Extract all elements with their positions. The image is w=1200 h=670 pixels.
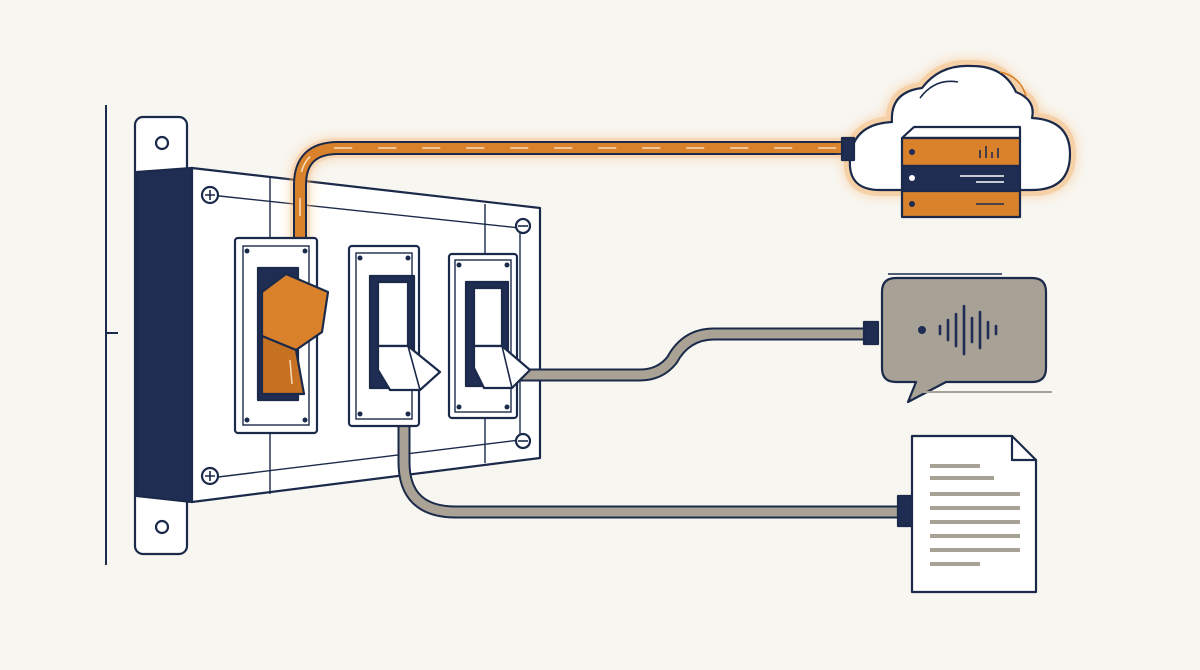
panel-screw	[200, 466, 220, 486]
panel-screw	[514, 432, 532, 450]
cable-to-speech-bubble	[498, 327, 873, 382]
panel-screw	[514, 217, 532, 235]
sound-wave-icon	[938, 304, 998, 356]
toggle-switch-1[interactable]	[233, 236, 330, 435]
text-lines	[930, 464, 1020, 566]
cable-to-cloud	[290, 138, 858, 290]
cable-to-document	[397, 388, 911, 519]
cloud-server-icon	[840, 59, 1077, 219]
panel-screw	[200, 185, 220, 205]
toggle-switch-2[interactable]	[347, 244, 442, 428]
speech-bubble-icon	[862, 273, 1052, 404]
wall-line	[105, 105, 118, 565]
document-icon	[896, 434, 1038, 594]
toggle-switch-3[interactable]	[447, 252, 532, 420]
